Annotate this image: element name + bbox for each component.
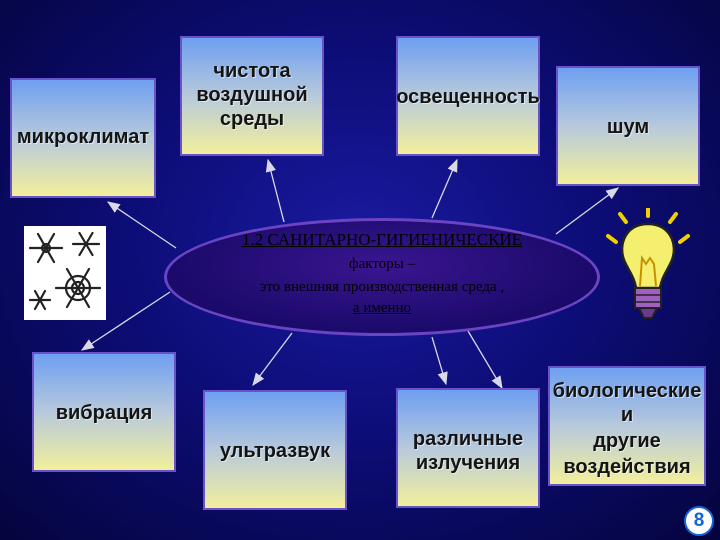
box-noise [556, 66, 700, 186]
center-line-3: это внешняя производственная среда , [259, 279, 505, 295]
label-air-purity-1: чистота [213, 60, 291, 82]
label-ultrasound: ультразвук [219, 440, 331, 462]
central-oval [164, 218, 600, 336]
box-biological [548, 366, 706, 486]
box-vibration [32, 352, 176, 472]
label-biological-1: биологические [552, 380, 702, 402]
label-microclimate: микроклимат [16, 126, 150, 148]
arrow-biological [467, 330, 503, 390]
arrow-vibration [80, 291, 171, 351]
label-biological-2: и [620, 404, 634, 426]
box-ultrasound [203, 390, 347, 510]
label-air-purity-3: среды [219, 108, 285, 130]
label-biological-3: другие [593, 430, 661, 452]
box-air-purity [180, 36, 324, 156]
label-noise: шум [606, 116, 650, 138]
label-air-purity-2: воздушной [196, 84, 308, 106]
center-line-2: факторы – [348, 256, 416, 272]
label-radiation-1: различные [412, 428, 524, 450]
page-number-badge: 8 [684, 506, 714, 536]
center-line-4: а именно [352, 300, 412, 316]
box-radiation [396, 388, 540, 508]
arrow-light [431, 158, 458, 219]
arrow-microclimate [106, 201, 177, 249]
arrow-ultrasound [252, 332, 293, 387]
label-radiation-2: излучения [415, 452, 521, 474]
snowflake-icon [24, 226, 106, 320]
arrow-radiation [431, 336, 448, 386]
light-bulb-icon [606, 208, 690, 319]
label-illumination: освещенность [396, 86, 540, 108]
arrow-noise [555, 187, 620, 235]
box-illumination [396, 36, 540, 156]
label-biological-4: воздействия [563, 456, 691, 478]
arrow-air [265, 158, 285, 223]
box-microclimate [10, 78, 156, 198]
label-vibration: вибрация [55, 402, 153, 424]
center-title: 1.2 САНИТАРНО-ГИГИЕНИЧЕСКИЕ [241, 230, 523, 249]
